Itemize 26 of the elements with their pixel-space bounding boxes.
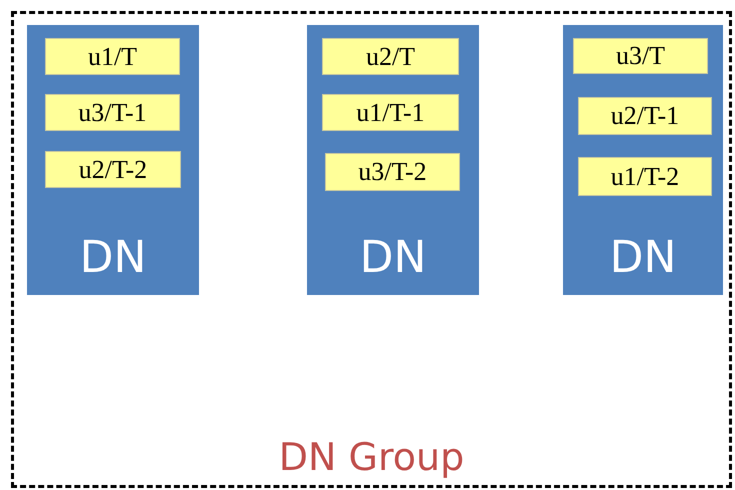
data-block: [45, 151, 181, 188]
server-block: [27, 25, 199, 295]
data-block: [578, 97, 712, 135]
server-block: [307, 25, 479, 295]
block-label: u1/T: [88, 42, 138, 72]
block-label: u3/T-2: [358, 157, 427, 187]
group-label: DN Group: [278, 435, 466, 479]
block-label: u3/T-1: [78, 98, 147, 128]
block-label: u1/T-2: [610, 162, 680, 192]
node-label: DN: [358, 232, 428, 283]
data-block: [45, 38, 180, 75]
block-label: u2/T-2: [78, 154, 148, 184]
data-block: [322, 94, 459, 131]
node-label: DN: [608, 232, 678, 283]
data-block: [573, 38, 708, 74]
data-block: [45, 94, 180, 131]
node-label: DN: [78, 232, 148, 283]
block-label: u2/T: [366, 42, 416, 72]
block-label: u2/T-1: [610, 101, 680, 131]
server-block: [563, 25, 723, 295]
data-block: [322, 38, 459, 75]
block-label: u1/T-1: [356, 98, 425, 128]
data-block: [578, 157, 712, 196]
group-frame: [11, 11, 732, 488]
data-block: [325, 153, 460, 191]
block-label: u3/T: [616, 41, 666, 71]
